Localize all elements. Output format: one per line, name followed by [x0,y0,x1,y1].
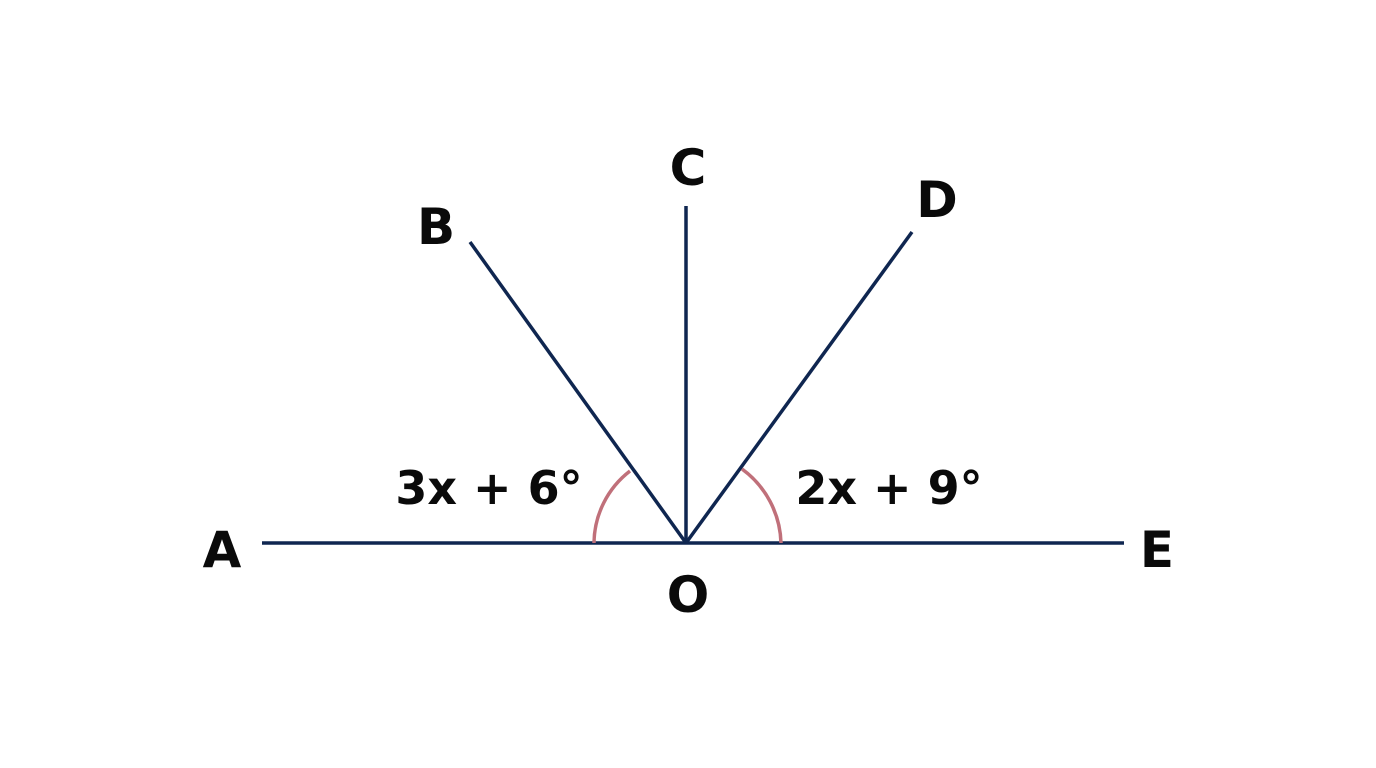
point-label-e: E [1140,521,1174,579]
point-label-a: A [203,521,242,579]
point-label-d: D [916,171,958,229]
ray-ob [468,240,688,545]
angle-label-left: 3x + 6° [395,461,582,515]
angle-arc-aob [592,469,632,544]
point-label-o: O [667,566,710,624]
angle-label-right: 2x + 9° [795,461,982,515]
point-label-b: B [417,198,455,256]
point-label-c: C [670,139,707,197]
ray-od [684,230,914,545]
angle-arc-doe [740,467,783,544]
